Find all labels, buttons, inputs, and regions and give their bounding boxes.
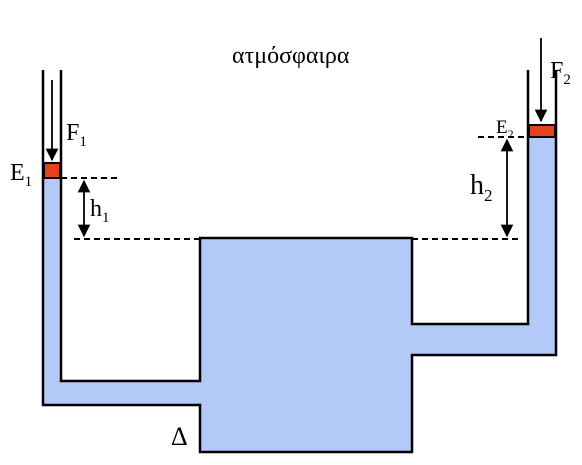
label-h2: h2 (470, 170, 493, 205)
label-E2: E2 (496, 117, 514, 141)
label-F1: F1 (66, 120, 87, 150)
label-h1: h1 (90, 196, 110, 226)
label-delta: Δ (171, 422, 188, 451)
piston-right (528, 124, 556, 138)
title-atmosphere: ατμόσφαιρα (232, 43, 350, 69)
piston-left (43, 162, 61, 179)
label-E1: E1 (10, 160, 32, 190)
level-lines (61, 136, 528, 240)
fluid-vessel (43, 137, 556, 452)
vessel-walls (41, 70, 558, 454)
label-F2: F2 (550, 58, 571, 88)
